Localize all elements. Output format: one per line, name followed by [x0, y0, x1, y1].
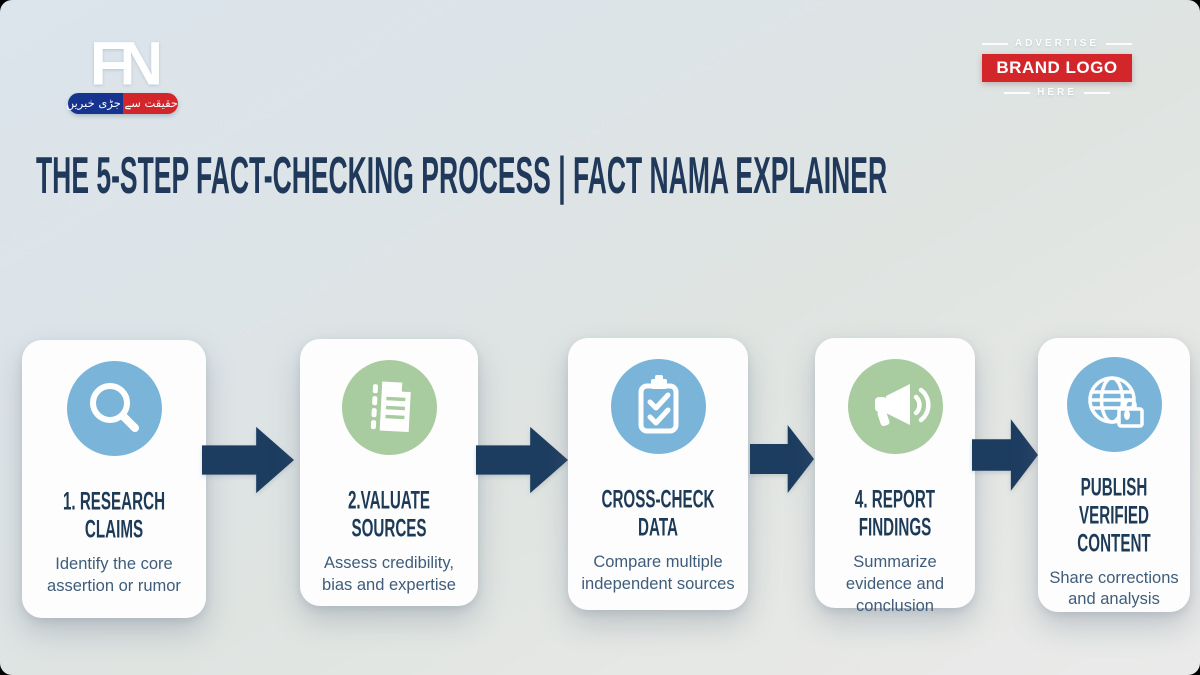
ad-here-label: HERE	[982, 87, 1132, 98]
step-title: CROSS-CHECK DATA	[601, 484, 715, 542]
fn-logo-text: FN	[90, 29, 163, 98]
ad-advertise-label: ADVERTISE	[982, 38, 1132, 49]
icon-circle	[66, 361, 162, 456]
page-title: THE 5-STEP FACT-CHECKING PROCESS | FACT …	[36, 146, 888, 205]
step-description: Compare multiple independent sources	[581, 553, 735, 594]
document-icon	[370, 381, 411, 433]
brand-logo-badge: BRAND LOGO	[982, 54, 1132, 82]
step-card-research-claims: 1. RESEARCH CLAIMS Identify the core ass…	[22, 340, 206, 618]
step-card-cross-check-data: CROSS-CHECK DATA Compare multiple indepe…	[568, 338, 748, 610]
clipboard-check-icon	[638, 375, 678, 434]
megaphone-icon	[874, 384, 931, 427]
step-card-valuate-sources: 2.VALUATE SOURCES Assess credibility, bi…	[300, 339, 478, 606]
fn-logo: FN حقیقت سے جڑی خبریں	[66, 29, 178, 114]
step-description: Identify the core assertion or rumor	[47, 555, 181, 596]
search-icon	[89, 383, 139, 432]
flow-arrow-icon	[476, 421, 568, 499]
fn-logo-tagline: حقیقت سے جڑی خبریں	[66, 93, 178, 114]
step-description: Assess credibility, bias and expertise	[322, 554, 456, 595]
icon-circle	[610, 359, 706, 454]
step-title: 4. REPORT FINDINGS	[854, 484, 936, 542]
step-card-report-findings: 4. REPORT FINDINGS Summarize evidence an…	[815, 338, 975, 615]
flow-arrow-icon	[750, 419, 814, 499]
ad-placeholder: ADVERTISE BRAND LOGO HERE	[982, 38, 1132, 98]
step-card-publish-verified-content: PUBLISH VERIFIED CONTENT Share correctio…	[1038, 338, 1190, 612]
globe-icon	[1087, 376, 1144, 428]
flow-arrow-icon	[972, 413, 1038, 497]
icon-circle	[1066, 357, 1162, 452]
step-description: Summarize evidence and conclusion	[845, 553, 945, 615]
step-description: Share corrections and analysis	[1049, 568, 1179, 609]
step-title: PUBLISH VERIFIED CONTENT	[1077, 472, 1151, 558]
step-title: 2.VALUATE SOURCES	[347, 485, 431, 543]
icon-circle	[341, 360, 437, 455]
flow-arrow-icon	[202, 421, 294, 499]
step-title: 1. RESEARCH CLAIMS	[62, 486, 166, 544]
icon-circle	[847, 359, 943, 454]
